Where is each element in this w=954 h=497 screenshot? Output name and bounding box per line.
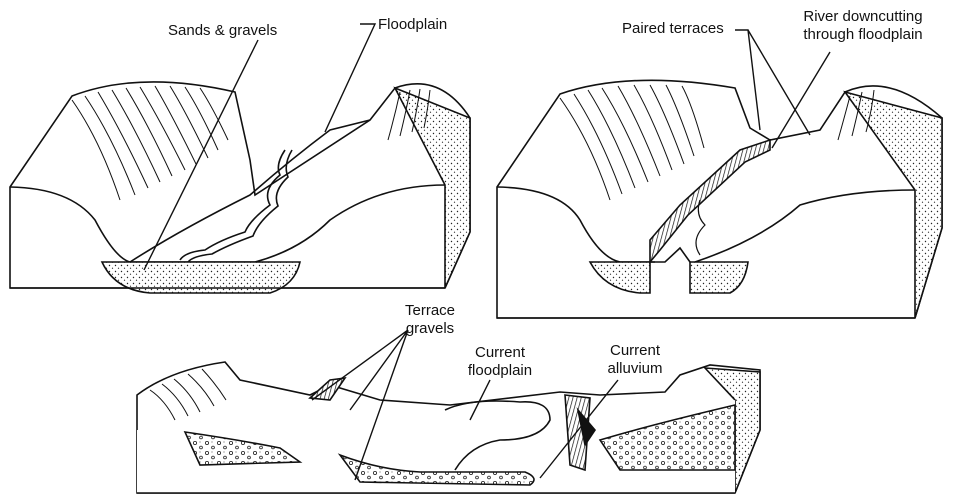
label-floodplain: Floodplain: [378, 16, 447, 34]
label-terrace-gravels-line1: Terrace: [385, 302, 475, 320]
leader-floodplain: [325, 24, 375, 132]
label-terrace-gravels-line2: gravels: [385, 320, 475, 338]
label-current-alluvium: Current alluvium: [590, 342, 680, 378]
label-river-downcutting-line1: River downcutting: [788, 8, 938, 26]
label-current-floodplain: Current floodplain: [450, 344, 550, 380]
label-current-alluvium-line1: Current: [590, 342, 680, 360]
label-current-floodplain-line2: floodplain: [450, 362, 550, 380]
label-current-floodplain-line1: Current: [450, 344, 550, 362]
label-current-alluvium-line2: alluvium: [590, 360, 680, 378]
label-paired-terraces: Paired terraces: [622, 20, 724, 38]
label-river-downcutting-line2: through floodplain: [788, 26, 938, 44]
label-sands-gravels: Sands & gravels: [168, 22, 277, 40]
floodplain-block: [10, 82, 470, 293]
terrace-block: [137, 362, 760, 493]
label-terrace-gravels: Terrace gravels: [385, 302, 475, 338]
label-river-downcutting: River downcutting through floodplain: [788, 8, 938, 44]
downcutting-block: [497, 80, 942, 318]
